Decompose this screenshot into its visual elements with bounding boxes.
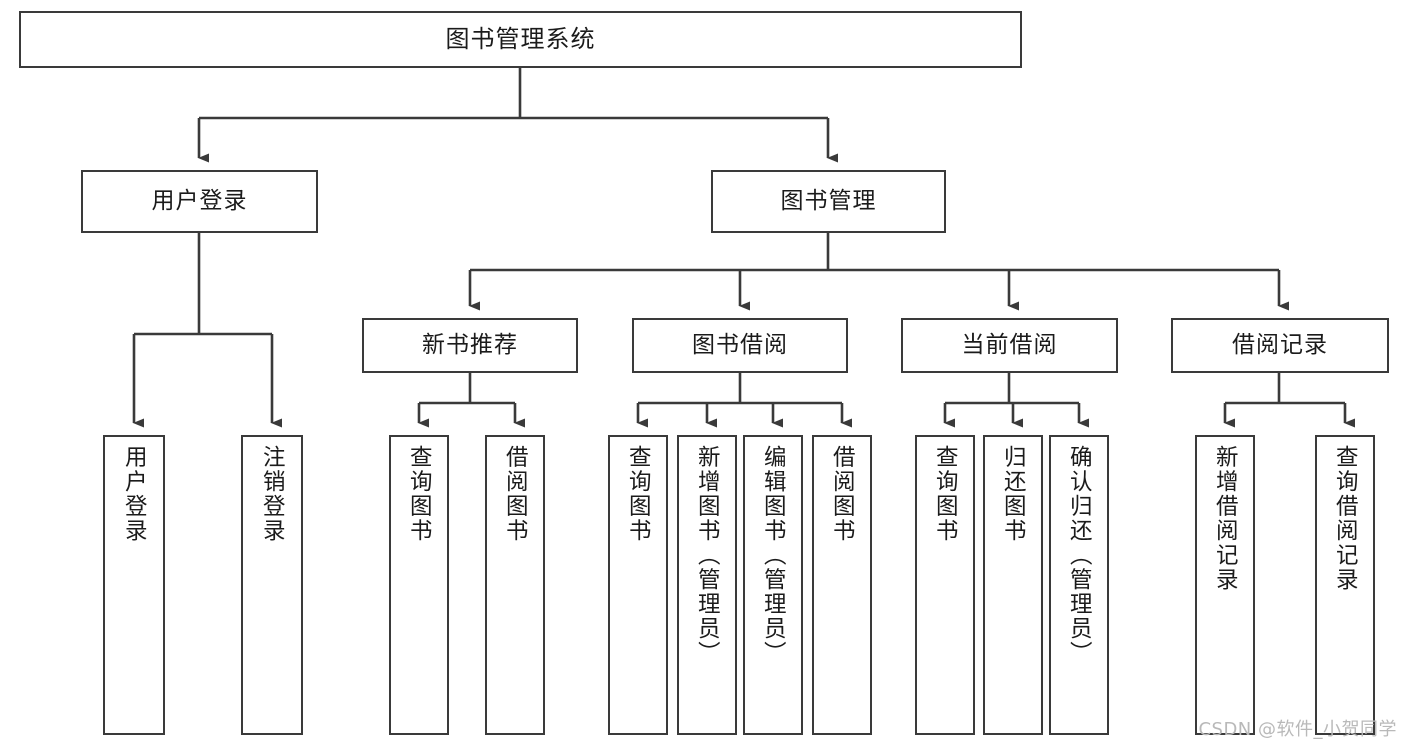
- node-book-management-label: 图书管理: [780, 187, 877, 214]
- leaf-borrow-add-book-admin-label: 新增图书（管理员）: [694, 445, 721, 666]
- leaf-borrow-edit-book-admin[interactable]: 编辑图书（管理员）: [743, 435, 803, 735]
- node-root-system[interactable]: 图书管理系统: [19, 11, 1022, 68]
- leaf-newbook-query-book-label: 查询图书: [406, 445, 433, 543]
- node-current-borrow-label: 当前借阅: [961, 331, 1058, 358]
- leaf-newbook-borrow-book[interactable]: 借阅图书: [485, 435, 545, 735]
- leaf-logout-label: 注销登录: [259, 445, 286, 543]
- node-user-login-label: 用户登录: [151, 187, 248, 214]
- leaf-record-query-record[interactable]: 查询借阅记录: [1315, 435, 1375, 735]
- leaf-current-query-book-label: 查询图书: [932, 445, 959, 543]
- leaf-newbook-borrow-book-label: 借阅图书: [502, 445, 529, 543]
- leaf-record-add-record[interactable]: 新增借阅记录: [1195, 435, 1255, 735]
- leaf-user-login[interactable]: 用户登录: [103, 435, 165, 735]
- leaf-logout[interactable]: 注销登录: [241, 435, 303, 735]
- node-borrow-record-label: 借阅记录: [1232, 331, 1328, 358]
- node-new-book-recommend[interactable]: 新书推荐: [362, 318, 578, 373]
- leaf-record-query-record-label: 查询借阅记录: [1332, 445, 1359, 592]
- leaf-borrow-query-book[interactable]: 查询图书: [608, 435, 668, 735]
- node-book-borrow[interactable]: 图书借阅: [632, 318, 848, 373]
- leaf-borrow-borrow-book-label: 借阅图书: [829, 445, 856, 543]
- leaf-borrow-add-book-admin[interactable]: 新增图书（管理员）: [677, 435, 737, 735]
- leaf-current-return-book-label: 归还图书: [1000, 445, 1027, 543]
- leaf-newbook-query-book[interactable]: 查询图书: [389, 435, 449, 735]
- leaf-borrow-query-book-label: 查询图书: [625, 445, 652, 543]
- leaf-current-confirm-return-admin[interactable]: 确认归还（管理员）: [1049, 435, 1109, 735]
- node-current-borrow[interactable]: 当前借阅: [901, 318, 1118, 373]
- node-new-book-recommend-label: 新书推荐: [422, 331, 518, 358]
- leaf-current-query-book[interactable]: 查询图书: [915, 435, 975, 735]
- node-borrow-record[interactable]: 借阅记录: [1171, 318, 1389, 373]
- leaf-borrow-edit-book-admin-label: 编辑图书（管理员）: [760, 445, 787, 666]
- node-user-login[interactable]: 用户登录: [81, 170, 318, 233]
- leaf-user-login-label: 用户登录: [121, 445, 148, 543]
- node-root-label: 图书管理系统: [445, 25, 596, 54]
- leaf-record-add-record-label: 新增借阅记录: [1212, 445, 1239, 592]
- node-book-borrow-label: 图书借阅: [692, 331, 788, 358]
- csdn-watermark: CSDN @软件_小贺同学: [1198, 719, 1397, 740]
- node-book-management[interactable]: 图书管理: [711, 170, 946, 233]
- leaf-current-return-book[interactable]: 归还图书: [983, 435, 1043, 735]
- leaf-borrow-borrow-book[interactable]: 借阅图书: [812, 435, 872, 735]
- leaf-current-confirm-return-admin-label: 确认归还（管理员）: [1066, 445, 1093, 666]
